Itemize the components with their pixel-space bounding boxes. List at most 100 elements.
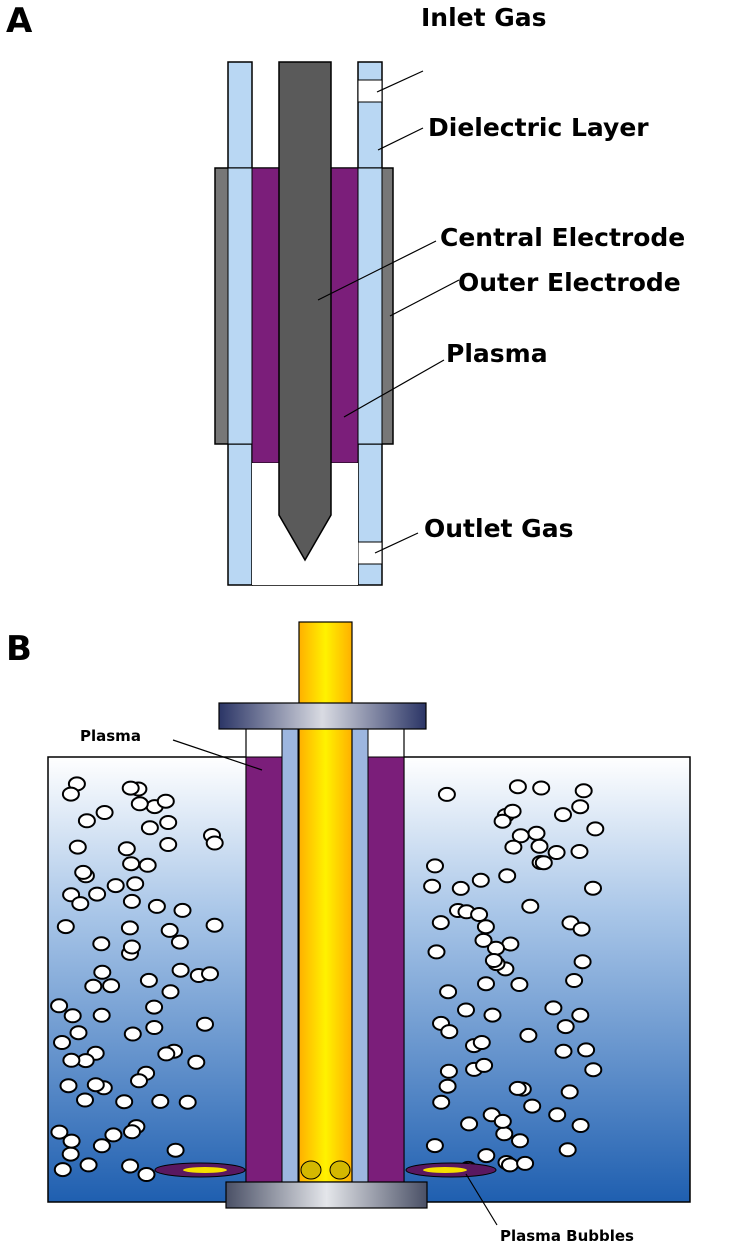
bubble (74, 864, 93, 880)
bubble (584, 880, 602, 896)
bubble (120, 920, 139, 936)
bubble (160, 922, 179, 938)
liquid-bubbles (50, 776, 605, 1182)
bubble (56, 919, 75, 935)
dielectric-tube-left (281, 726, 299, 1183)
bubble (426, 858, 444, 874)
bubble (577, 1042, 596, 1058)
bubble (501, 1157, 519, 1173)
bubble (117, 841, 136, 857)
bubble (86, 1077, 105, 1093)
bubble (205, 917, 224, 933)
bubble (84, 978, 103, 994)
bubble (516, 1155, 535, 1171)
bubble (121, 780, 140, 796)
bubble (171, 962, 190, 978)
bubble (139, 972, 158, 988)
label-plasma-b: Plasma (80, 727, 141, 745)
label-outlet-gas: Outlet Gas (424, 514, 573, 543)
bubble (510, 977, 529, 992)
bubble (521, 898, 540, 914)
bubble (493, 813, 512, 829)
bubble (145, 1020, 164, 1035)
bubble (548, 1107, 567, 1123)
bubble (574, 783, 593, 799)
bubble (483, 1007, 502, 1023)
bubble (122, 856, 141, 872)
bubble (560, 1084, 579, 1100)
bubble (121, 1158, 140, 1174)
bubble (145, 999, 164, 1015)
bubble (161, 984, 180, 1000)
bubble (439, 984, 458, 1000)
panel-a-letter: A (6, 1, 33, 41)
bubble (508, 779, 527, 795)
bubble (178, 1094, 197, 1110)
bubble (140, 820, 159, 836)
bubble (586, 821, 605, 837)
rod-bubble-right (329, 1160, 351, 1180)
bubble (50, 1124, 69, 1140)
bubble (544, 1000, 563, 1016)
central-electrode (278, 61, 332, 562)
bubble (440, 1024, 459, 1040)
bubble (472, 1035, 491, 1050)
bubble (476, 919, 495, 935)
base-plate (225, 1181, 428, 1209)
bubble (511, 1133, 529, 1149)
bubble (484, 953, 503, 968)
label-central-electrode: Central Electrode (440, 223, 685, 252)
bubble (59, 1078, 78, 1094)
panel-b-letter: B (6, 629, 32, 669)
bubble (547, 845, 566, 860)
bubble (130, 1073, 148, 1089)
bubble (471, 872, 490, 888)
bubble (508, 1080, 527, 1096)
bubble (166, 1142, 185, 1158)
bubble (68, 839, 87, 855)
bubble (523, 1098, 542, 1114)
bubble (554, 807, 572, 823)
bubble (475, 1057, 494, 1073)
bubble (62, 1133, 81, 1149)
label-plasma-bubbles: Plasma Bubbles (500, 1227, 634, 1245)
bubble (439, 1063, 458, 1079)
bubble (122, 939, 141, 955)
bubble (92, 936, 111, 952)
panel-a: A Inlet Gas Dielectric Layer Central Ele… (6, 1, 685, 586)
bubble (527, 825, 546, 841)
bubble (156, 793, 175, 809)
bubble (77, 813, 96, 829)
bubble (76, 1092, 94, 1108)
bubble (432, 1094, 451, 1110)
bubble (427, 944, 446, 960)
bubble (470, 907, 489, 922)
bubble (71, 896, 90, 912)
plasma-right (367, 756, 405, 1183)
bubble (126, 876, 145, 892)
bubble (530, 838, 549, 854)
bubble (69, 1025, 88, 1041)
bubble (437, 786, 456, 802)
label-dielectric-layer: Dielectric Layer (428, 113, 649, 142)
bubble (423, 878, 442, 894)
bubble (151, 1093, 170, 1109)
bubble (584, 1062, 603, 1078)
rod-bubble-left (300, 1160, 322, 1180)
plasma-left (245, 756, 283, 1183)
bubble (451, 880, 470, 896)
dielectric-tube-right (351, 726, 369, 1183)
bubble (170, 934, 189, 950)
bubble (477, 976, 495, 992)
bubble (92, 1138, 111, 1154)
outlet-port (357, 541, 383, 565)
top-flange (218, 702, 427, 730)
bubble (495, 1126, 514, 1142)
bubble (457, 1002, 475, 1018)
bubble (104, 1127, 123, 1143)
bubble (61, 786, 80, 802)
label-plasma: Plasma (446, 339, 548, 368)
bubble (63, 1008, 82, 1024)
bubble (173, 902, 192, 918)
